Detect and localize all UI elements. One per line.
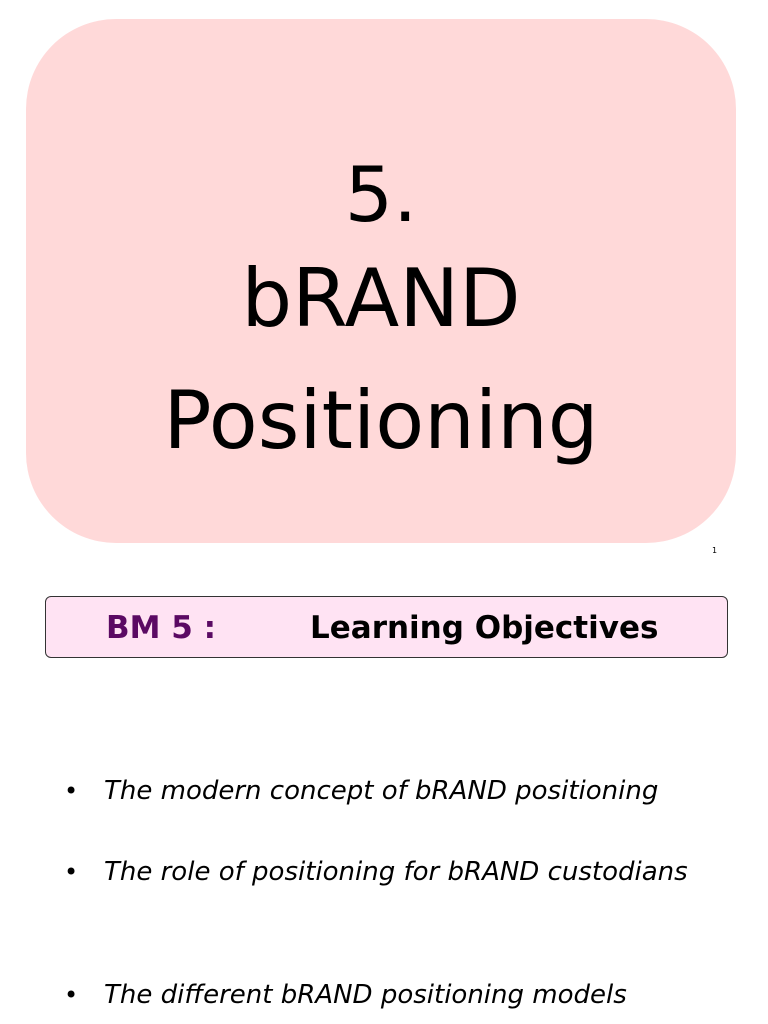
page-number: 1: [712, 546, 718, 555]
banner-title: Learning Objectives: [310, 610, 659, 646]
bullet-icon: •: [64, 777, 79, 805]
objective-text: The different bRAND positioning models: [104, 980, 627, 1010]
objective-text: The modern concept of bRAND positioning: [104, 776, 659, 806]
chapter-number: 5.: [344, 150, 418, 239]
bullet-icon: •: [64, 858, 79, 886]
module-code: BM 5 :: [106, 610, 217, 646]
chapter-title-line-2: Positioning: [163, 374, 599, 467]
title-slide: 5. bRAND Positioning: [26, 19, 736, 543]
learning-objectives-banner: BM 5 : Learning Objectives: [45, 596, 728, 658]
objective-text: The role of positioning for bRAND custod…: [104, 857, 688, 887]
bullet-icon: •: [64, 981, 79, 1009]
chapter-title-line-1: bRAND: [241, 252, 521, 345]
